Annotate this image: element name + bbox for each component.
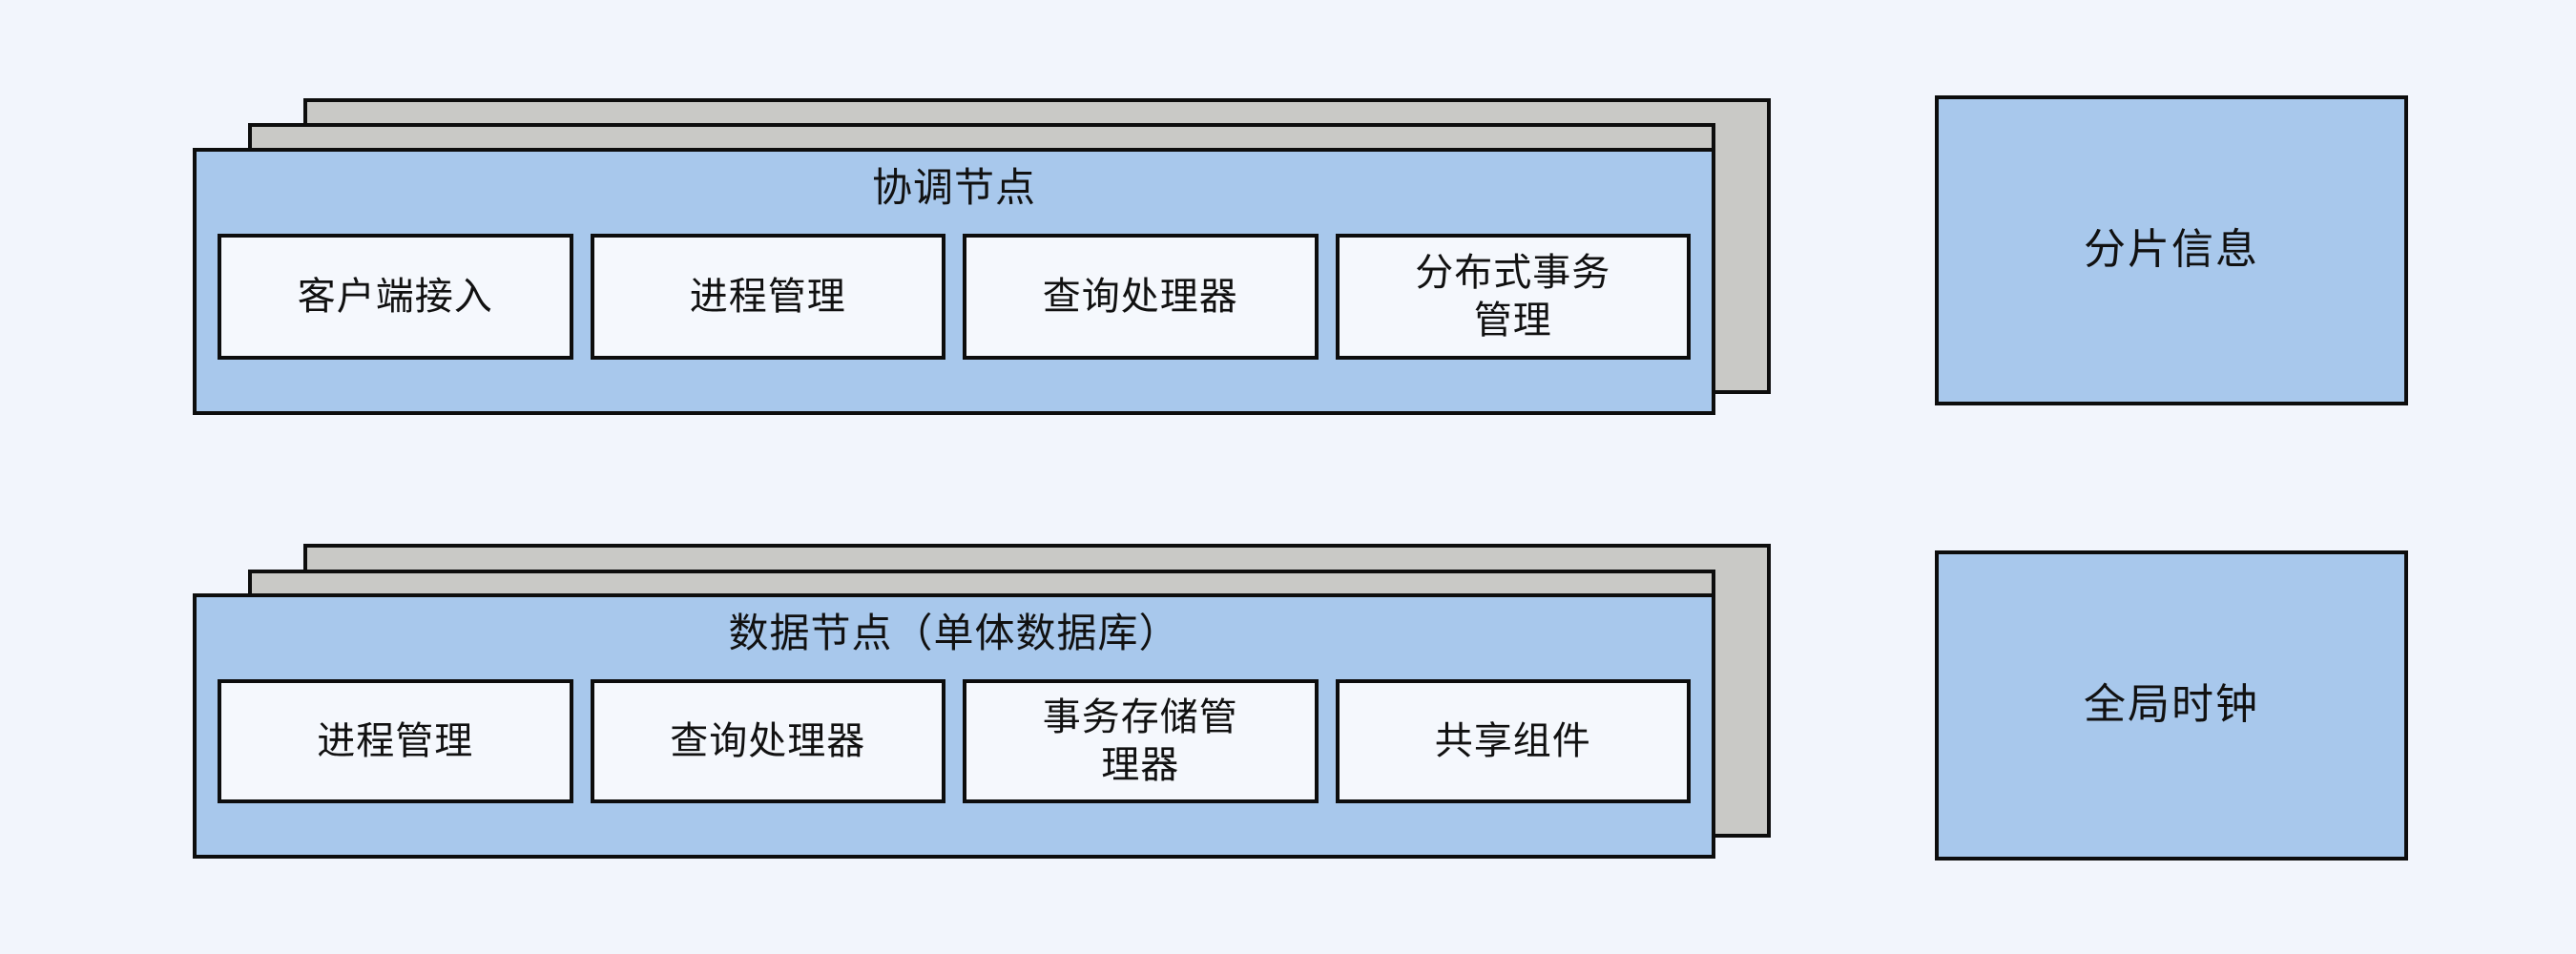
component-label: 查询处理器 <box>670 719 866 763</box>
component-label: 查询处理器 <box>1042 275 1238 319</box>
side-box-global-clock[interactable]: 全局时钟 <box>1935 550 2408 861</box>
coordinator-title: 协调节点 <box>871 164 1036 211</box>
component-transaction-storage-manager[interactable]: 事务存储管理器 <box>963 679 1319 803</box>
component-process-management[interactable]: 进程管理 <box>218 679 573 803</box>
component-distributed-transaction-management[interactable]: 分布式事务管理 <box>1335 234 1691 360</box>
component-label: 进程管理 <box>689 275 846 319</box>
side-box-shard-info[interactable]: 分片信息 <box>1935 95 2408 405</box>
component-client-access[interactable]: 客户端接入 <box>218 234 573 360</box>
component-shared-components[interactable]: 共享组件 <box>1335 679 1691 803</box>
component-label: 客户端接入 <box>297 275 493 319</box>
side-box-label: 分片信息 <box>2084 225 2259 275</box>
node-group-coordinator[interactable]: 协调节点 客户端接入 进程管理 查询处理器 分布式事务管理 <box>193 98 1771 415</box>
component-label: 事务存储管理器 <box>1042 695 1238 787</box>
data-node-component-list: 进程管理 查询处理器 事务存储管理器 共享组件 <box>218 679 1691 803</box>
component-label: 共享组件 <box>1434 719 1591 763</box>
component-query-processor[interactable]: 查询处理器 <box>590 679 945 803</box>
coordinator-component-list: 客户端接入 进程管理 查询处理器 分布式事务管理 <box>218 234 1691 360</box>
data-node-card[interactable]: 数据节点（单体数据库） 进程管理 查询处理器 事务存储管理器 共享组件 <box>193 593 1715 859</box>
component-process-management[interactable]: 进程管理 <box>590 234 945 360</box>
data-node-title: 数据节点（单体数据库） <box>728 610 1180 656</box>
component-query-processor[interactable]: 查询处理器 <box>963 234 1319 360</box>
node-group-data[interactable]: 数据节点（单体数据库） 进程管理 查询处理器 事务存储管理器 共享组件 <box>193 544 1771 859</box>
coordinator-card[interactable]: 协调节点 客户端接入 进程管理 查询处理器 分布式事务管理 <box>193 148 1715 415</box>
component-label: 进程管理 <box>317 719 474 763</box>
side-box-label: 全局时钟 <box>2084 680 2259 730</box>
component-label: 分布式事务管理 <box>1415 251 1611 342</box>
